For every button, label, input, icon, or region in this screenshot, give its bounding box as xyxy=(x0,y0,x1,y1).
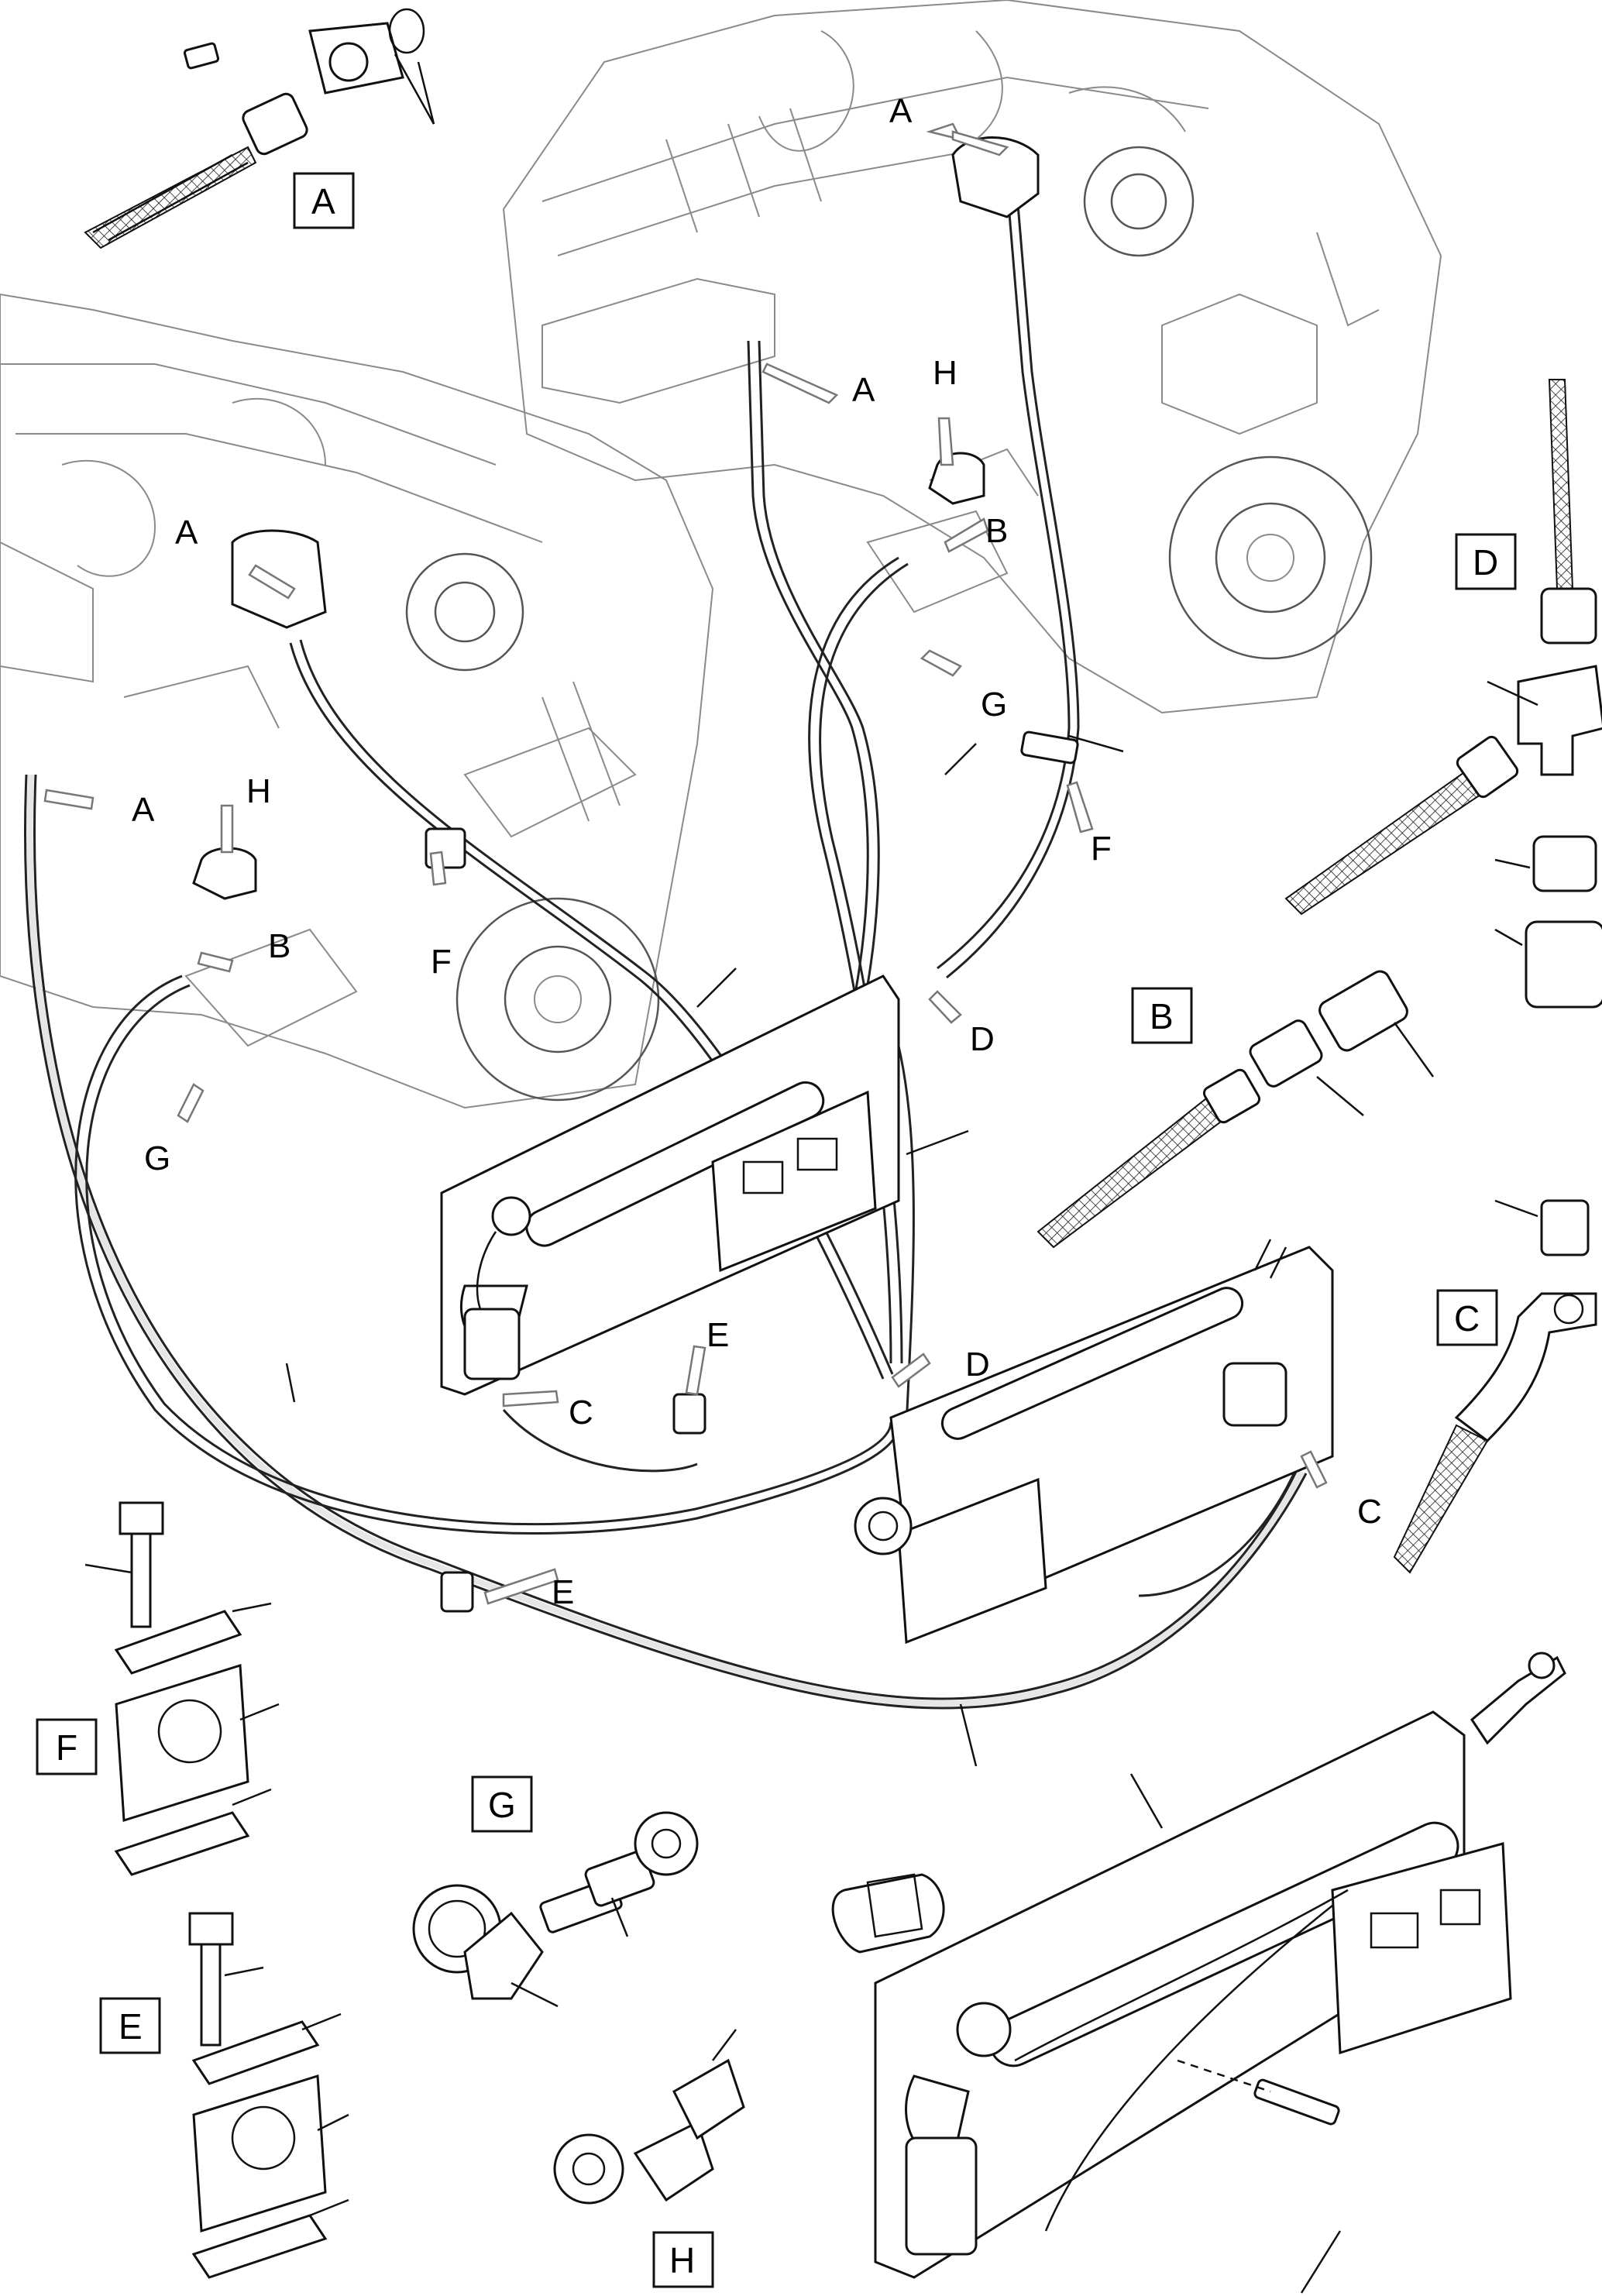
upper-heater-unit xyxy=(440,974,900,1396)
detail-f-clamp xyxy=(84,1501,280,1876)
detail-box-c: C xyxy=(1454,1298,1480,1339)
callout-f-upper: F xyxy=(1091,830,1112,868)
detail-box-a: A xyxy=(311,181,335,222)
detail-box-b: B xyxy=(1150,996,1174,1036)
callout-a-upper-mid: A xyxy=(852,371,875,409)
callout-f-left: F xyxy=(431,943,452,981)
callout-a-left-side: A xyxy=(132,791,155,829)
callout-d-lower: D xyxy=(965,1346,990,1383)
detail-d-fittings xyxy=(1284,379,1602,1009)
detail-box-h: H xyxy=(669,2240,695,2281)
heater-detail-illustration xyxy=(831,1652,1566,2279)
callout-a-left-top: A xyxy=(175,514,198,552)
detail-box-d: D xyxy=(1473,542,1498,583)
callout-b-left: B xyxy=(268,927,290,965)
callout-h-left: H xyxy=(246,772,271,810)
detail-box-labels: A B C D E F G H xyxy=(36,172,1517,2288)
pointer-arrows xyxy=(43,122,1328,1605)
detail-box-g: G xyxy=(488,1785,516,1825)
left-engine-illustration xyxy=(0,293,714,1109)
callout-h-upper: H xyxy=(933,354,957,392)
leader-lines xyxy=(285,734,1342,2294)
callout-e-upper: E xyxy=(706,1316,729,1354)
callout-e-lower: E xyxy=(552,1573,574,1611)
coolant-hoses xyxy=(24,185,1308,1710)
callout-b-upper: B xyxy=(985,512,1008,550)
callout-d-upper: D xyxy=(970,1020,995,1058)
detail-box-f: F xyxy=(56,1727,77,1768)
callout-c-left: C xyxy=(569,1394,593,1432)
upper-engine-illustration xyxy=(502,0,1442,714)
callout-g-left: G xyxy=(144,1139,170,1177)
detail-box-e: E xyxy=(119,2006,143,2047)
detail-h-fitting xyxy=(553,2029,745,2205)
callout-labels: A A H B G F D A H A B F G E D C C E xyxy=(132,92,1382,1611)
callout-c-right: C xyxy=(1357,1493,1382,1531)
detail-g-valve xyxy=(412,1811,699,2008)
detail-c-fittings xyxy=(1393,1199,1597,1574)
callout-g-upper: G xyxy=(981,686,1007,724)
detail-b-fittings xyxy=(1036,970,1435,1249)
lower-heater-unit xyxy=(854,1239,1334,1645)
detail-a-fitting xyxy=(84,8,435,249)
detail-e-clamp xyxy=(188,1912,349,2279)
callout-a-upper-top: A xyxy=(889,92,913,130)
